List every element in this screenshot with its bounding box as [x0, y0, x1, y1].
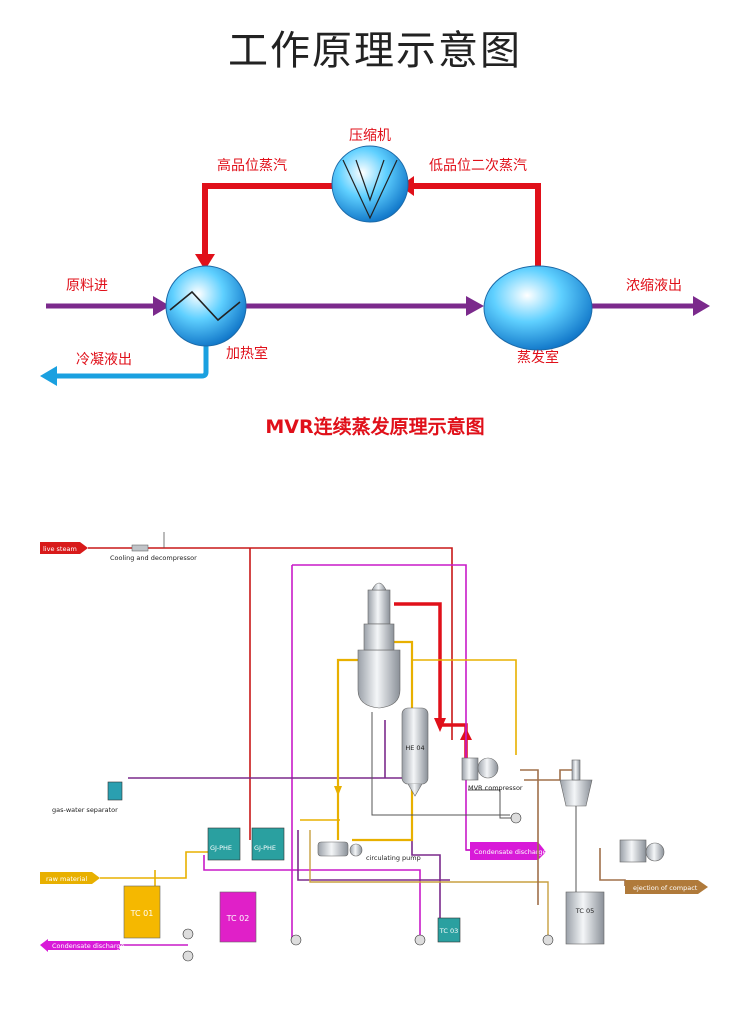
page-title: 工作原理示意图 [228, 28, 522, 74]
raw-material-label: raw material [46, 875, 87, 883]
separator-body [357, 649, 401, 709]
drain-line [468, 789, 512, 819]
centrifuge-drum [645, 842, 665, 862]
pump-2 [182, 950, 194, 962]
heating-chamber-label: 加热室 [226, 345, 268, 362]
tc03-tank [437, 917, 461, 943]
gold-bottom-line [309, 830, 549, 940]
process-flow-diagram: live steam Cooling and decompressor Cond… [40, 532, 708, 962]
pump-head [349, 843, 363, 857]
crystallizer [559, 779, 593, 807]
gold-feed-line [100, 851, 210, 879]
condensate-arrow-icon [40, 366, 57, 386]
live-steam-arrow-icon [40, 542, 88, 554]
purple-separator-line [128, 777, 441, 920]
condensate-right-label: Condensate discharge [474, 848, 547, 856]
condensate-right-arrow-icon [470, 842, 546, 860]
compressor-v-icon [342, 159, 398, 220]
crystallizer-top [571, 759, 581, 781]
separator-top [367, 589, 391, 625]
concentrate-out-label: 浓缩液出 [626, 278, 682, 294]
low-steam-line [410, 183, 541, 272]
evaporator-sphere [483, 265, 593, 351]
mvr-motor [461, 757, 479, 781]
tc01-tank [123, 885, 161, 939]
heater-zigzag-icon [169, 290, 241, 322]
transfer-arrow-icon [466, 296, 484, 316]
pump-5 [542, 934, 554, 946]
compressor-sphere [331, 145, 409, 223]
phe1 [207, 827, 241, 861]
pump-4 [414, 934, 426, 946]
cooling-decompressor [131, 544, 149, 552]
gold-arrow-icon [334, 786, 342, 796]
mvr-compressor-label: MVR compressor [468, 784, 523, 792]
condensate-out-label: 冷凝液出 [76, 352, 132, 368]
pump-1 [182, 928, 194, 940]
tc01-label: TC 01 [130, 909, 154, 918]
pump-6 [510, 812, 522, 824]
mvr-principle-diagram: 压缩机 高品位蒸汽 低品位二次蒸汽 原料进 浓缩液出 冷凝液出 加热室 蒸发室 … [40, 128, 710, 438]
tc05-tank [565, 891, 605, 945]
return-line [371, 712, 510, 816]
evaporation-chamber-label: 蒸发室 [517, 349, 559, 366]
separator-cap [371, 582, 387, 591]
vapor-arrow-icon [434, 718, 446, 732]
gold-circ-line [336, 658, 358, 840]
phe1-label: GJ-PHE [210, 844, 232, 852]
condensate-line [54, 345, 209, 379]
he04-label: HE 04 [405, 744, 424, 752]
phe2-label: GJ-PHE [254, 844, 276, 852]
feed-in-label: 原料进 [66, 278, 108, 294]
brown-down-line [520, 769, 539, 905]
phe2 [251, 827, 285, 861]
feed-arrow-icon [153, 296, 170, 316]
live-steam-line [88, 547, 453, 740]
circulating-pump-label: circulating pump [366, 854, 421, 862]
cooling-label: Cooling and decompressor [110, 554, 197, 562]
mvr-subtitle: MVR连续蒸发原理示意图 [265, 415, 484, 438]
low-steam-label: 低品位二次蒸汽 [429, 158, 527, 174]
live-steam-label: live steam [43, 545, 77, 553]
centrifuge [619, 839, 647, 863]
separator-neck [363, 623, 395, 651]
gas-water-separator [107, 781, 123, 801]
compressor-label: 压缩机 [349, 128, 391, 144]
gold-top-right-line [412, 659, 517, 755]
tc02-label: TC 02 [226, 914, 250, 923]
purple-phe-line [297, 830, 450, 881]
high-steam-line [202, 183, 332, 258]
high-steam-label: 高品位蒸汽 [217, 157, 287, 174]
tc02-tank [219, 891, 257, 943]
raw-material-arrow-icon [40, 872, 100, 884]
high-steam-arrow-icon [195, 254, 215, 270]
condensate-left-arrow-icon [40, 939, 120, 952]
magenta-mid-line [203, 855, 421, 940]
tc05-label: TC 05 [575, 907, 594, 915]
tc03-label: TC 03 [439, 927, 458, 935]
he04-bottom [407, 783, 423, 797]
concentrate-arrow-icon [693, 296, 710, 316]
brown-link-line [524, 769, 575, 781]
ejection-arrow-icon [625, 880, 708, 894]
pump-3 [290, 934, 302, 946]
condensate-left-label: Condensate discharge [52, 942, 125, 950]
gas-water-label: gas-water separator [52, 806, 118, 814]
circulating-pump [317, 841, 349, 857]
mvr-fan [477, 757, 499, 779]
ejection-label: ejection of compact [633, 884, 698, 892]
